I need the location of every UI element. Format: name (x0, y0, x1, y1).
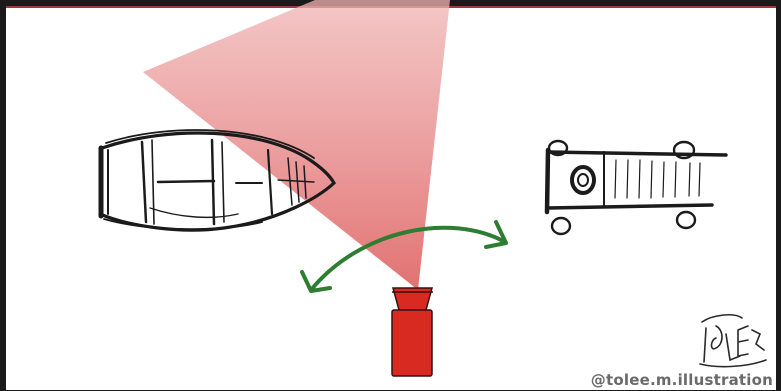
signature-mark (699, 313, 767, 368)
boat-sketch (98, 129, 337, 232)
car-sketch (544, 139, 728, 236)
watermark-text: @tolee.m.illustration (590, 371, 773, 389)
camera-view-cone (143, 0, 450, 290)
security-camera (391, 287, 433, 377)
pan-rotation-arrow (300, 220, 508, 293)
